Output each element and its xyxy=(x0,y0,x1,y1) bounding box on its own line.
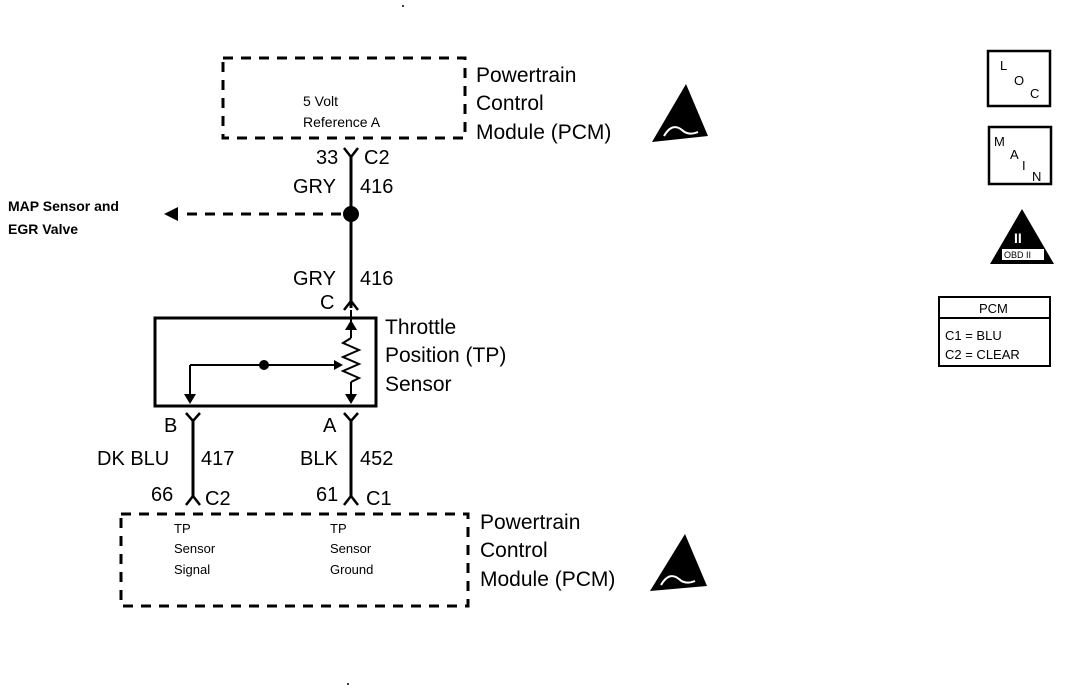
wire-mid-circuit: 416 xyxy=(360,268,393,290)
wire-top-color: GRY xyxy=(293,176,336,198)
esd-warning-icon xyxy=(650,534,707,591)
tp-title-line-2: Position (TP) xyxy=(385,344,506,367)
pin-66-label: 66 xyxy=(151,484,173,506)
tp-ground-line-1: TP xyxy=(330,521,347,536)
wire-left-circuit: 417 xyxy=(201,448,234,470)
branch-label-line-1: MAP Sensor and xyxy=(8,198,119,214)
connector-66-c2 xyxy=(185,493,201,506)
main-letter-4: N xyxy=(1032,169,1041,184)
tp-sensor: Throttle Position (TP) Sensor xyxy=(153,310,506,408)
obd-ii-icon[interactable]: II OBD II xyxy=(990,209,1054,264)
tp-signal-line-3: Signal xyxy=(174,562,210,577)
pcm-top-module: 5 Volt Reference A Powertrain Control Mo… xyxy=(221,56,708,144)
legend-line-2: C2 = CLEAR xyxy=(945,347,1020,362)
splice-dot xyxy=(343,206,359,222)
pcm-top-inner-line-2: Reference A xyxy=(303,114,381,130)
loc-icon[interactable]: L O C xyxy=(986,49,1052,108)
pcm-bottom-dashed-box xyxy=(119,512,470,608)
obd-label: OBD II xyxy=(1004,250,1031,260)
tp-sensor-box xyxy=(153,316,378,408)
pin-b-label: B xyxy=(164,415,177,437)
resistor-symbol xyxy=(340,337,362,383)
main-icon[interactable]: M A I N xyxy=(987,125,1053,186)
tp-ground-line-2: Sensor xyxy=(330,541,372,556)
pin-a-label: A xyxy=(323,415,337,437)
connector-33-c2: 33 C2 xyxy=(316,147,390,169)
pcm-bottom-title-line-3: Module (PCM) xyxy=(480,568,615,591)
pcm-top-title-line-3: Module (PCM) xyxy=(476,121,611,144)
main-letter-1: M xyxy=(994,134,1005,149)
wire-right-circuit: 452 xyxy=(360,448,393,470)
tp-title-line-1: Throttle xyxy=(385,316,456,339)
wire-top-circuit: 416 xyxy=(360,176,393,198)
connector-c1-label: C1 xyxy=(366,488,392,510)
pcm-top-inner-line-1: 5 Volt xyxy=(303,93,338,109)
connector-c2-top-label: C2 xyxy=(364,147,390,169)
pcm-connector-legend: PCM C1 = BLU C2 = CLEAR xyxy=(938,296,1051,367)
pin-33-label: 33 xyxy=(316,147,338,169)
scan-speck xyxy=(402,5,404,7)
loc-letter-2: O xyxy=(1014,73,1024,88)
branch-label-line-2: EGR Valve xyxy=(8,221,78,237)
pcm-bottom-module: TP Sensor Signal TP Sensor Ground Powert… xyxy=(119,511,707,608)
esd-warning-icon xyxy=(652,84,708,142)
obd-numeral: II xyxy=(1014,230,1022,246)
connector-c xyxy=(343,298,359,311)
pcm-bottom-title-line-1: Powertrain xyxy=(480,511,580,534)
legend-header: PCM xyxy=(979,301,1008,316)
tp-title-line-3: Sensor xyxy=(385,373,452,396)
wire-left-color: DK BLU xyxy=(97,448,169,470)
pcm-top-title-line-2: Control xyxy=(476,92,544,115)
main-letter-3: I xyxy=(1022,158,1026,173)
main-letter-2: A xyxy=(1010,147,1019,162)
arrow-left-icon xyxy=(164,207,178,221)
pcm-top-title-line-1: Powertrain xyxy=(476,64,576,87)
pcm-bottom-title-line-2: Control xyxy=(480,539,548,562)
pin-c-label: C xyxy=(320,292,334,314)
pin-61-label: 61 xyxy=(316,484,338,506)
connector-c2-bottom-label: C2 xyxy=(205,488,231,510)
pcm-top-dashed-box xyxy=(221,56,467,140)
tp-signal-line-2: Sensor xyxy=(174,541,216,556)
connector-61-c1 xyxy=(343,493,359,506)
wire-mid-color: GRY xyxy=(293,268,336,290)
scan-speck xyxy=(347,683,349,685)
tp-signal-line-1: TP xyxy=(174,521,191,536)
legend-line-1: C1 = BLU xyxy=(945,328,1002,343)
loc-letter-1: L xyxy=(1000,58,1007,73)
loc-letter-3: C xyxy=(1030,86,1039,101)
wire-right-color: BLK xyxy=(300,448,338,470)
tp-ground-line-3: Ground xyxy=(330,562,373,577)
